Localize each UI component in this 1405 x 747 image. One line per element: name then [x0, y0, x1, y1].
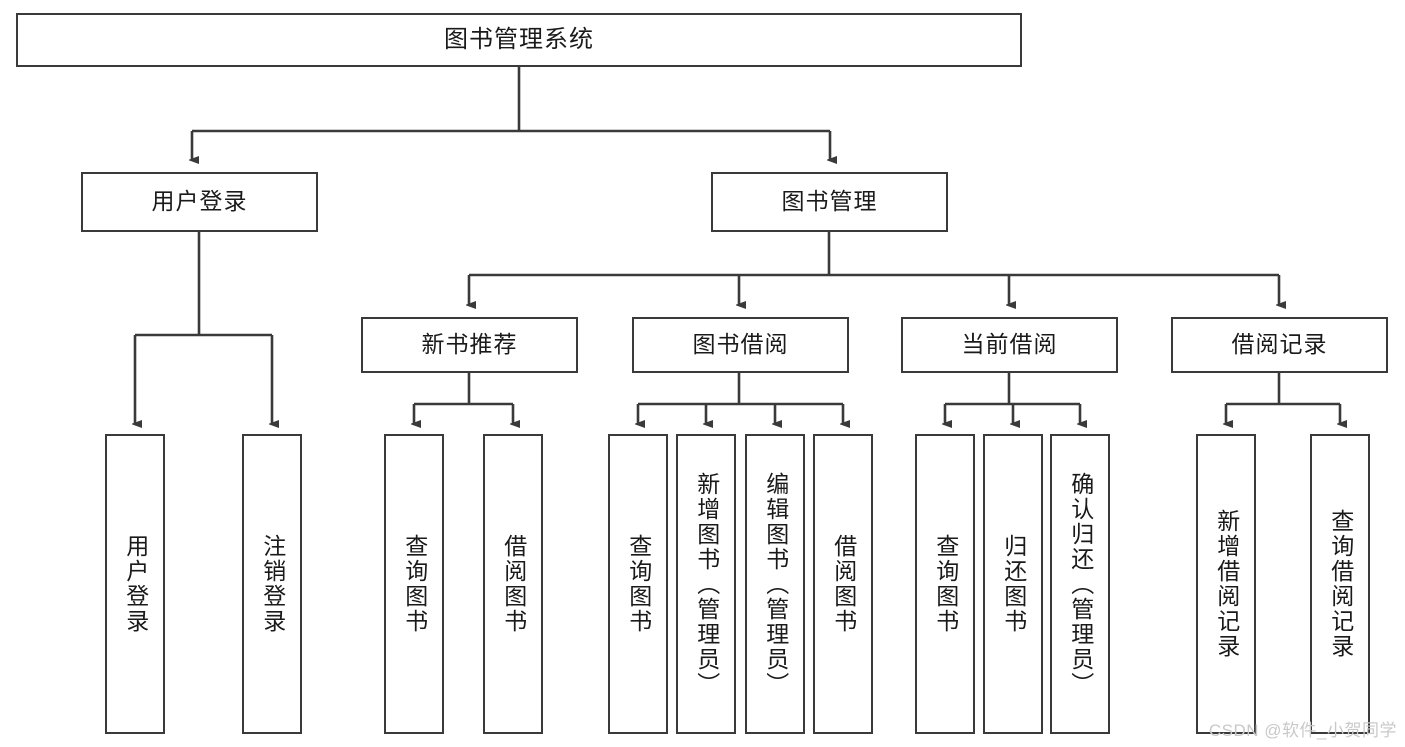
- node-label: 用户登录: [151, 188, 248, 215]
- node-label: 新增借阅记录: [1213, 509, 1240, 659]
- node-new-book-recommend[interactable]: 新书推荐: [361, 317, 578, 373]
- node-current-borrow[interactable]: 当前借阅: [901, 317, 1118, 373]
- node-label: 当前借阅: [961, 331, 1058, 358]
- leaf-query-borrow-record[interactable]: 查询借阅记录: [1310, 434, 1370, 734]
- node-borrow-record[interactable]: 借阅记录: [1171, 317, 1388, 373]
- leaf-confirm-return-admin[interactable]: 确认归还（管理员）: [1050, 434, 1110, 734]
- csdn-watermark: CSDN @软件_小贺同学: [1208, 721, 1397, 740]
- node-label: 借阅图书: [500, 534, 527, 634]
- node-book-borrow[interactable]: 图书借阅: [632, 317, 849, 373]
- node-book-manage[interactable]: 图书管理: [711, 172, 948, 232]
- node-label: 注销登录: [259, 534, 286, 634]
- leaf-return-book[interactable]: 归还图书: [983, 434, 1043, 734]
- node-label: 借阅记录: [1231, 331, 1328, 358]
- node-label: 借阅图书: [830, 534, 857, 634]
- node-label: 查询图书: [625, 534, 652, 634]
- node-label: 编辑图书（管理员）: [762, 471, 789, 697]
- leaf-borrow-book-recommend[interactable]: 借阅图书: [483, 434, 543, 734]
- node-label: 归还图书: [1000, 534, 1027, 634]
- node-label: 图书借阅: [692, 331, 789, 358]
- node-label: 用户登录: [122, 534, 149, 634]
- node-label: 确认归还（管理员）: [1067, 471, 1094, 697]
- node-label: 新书推荐: [421, 331, 518, 358]
- node-label: 查询图书: [932, 534, 959, 634]
- leaf-borrow-book[interactable]: 借阅图书: [813, 434, 873, 734]
- leaf-add-borrow-record[interactable]: 新增借阅记录: [1196, 434, 1256, 734]
- node-root-book-management-system[interactable]: 图书管理系统: [16, 13, 1022, 67]
- leaf-query-book-recommend[interactable]: 查询图书: [384, 434, 444, 734]
- leaf-add-book-admin[interactable]: 新增图书（管理员）: [676, 434, 736, 734]
- node-label: 图书管理系统: [444, 25, 594, 53]
- leaf-user-login[interactable]: 用户登录: [105, 434, 165, 734]
- leaf-edit-book-admin[interactable]: 编辑图书（管理员）: [745, 434, 805, 734]
- node-user-login[interactable]: 用户登录: [81, 172, 318, 232]
- node-label: 图书管理: [781, 188, 878, 215]
- node-label: 查询借阅记录: [1327, 509, 1354, 659]
- leaf-logout[interactable]: 注销登录: [242, 434, 302, 734]
- leaf-query-book-borrow[interactable]: 查询图书: [608, 434, 668, 734]
- node-label: 查询图书: [401, 534, 428, 634]
- leaf-query-book-current[interactable]: 查询图书: [915, 434, 975, 734]
- node-label: 新增图书（管理员）: [693, 471, 720, 697]
